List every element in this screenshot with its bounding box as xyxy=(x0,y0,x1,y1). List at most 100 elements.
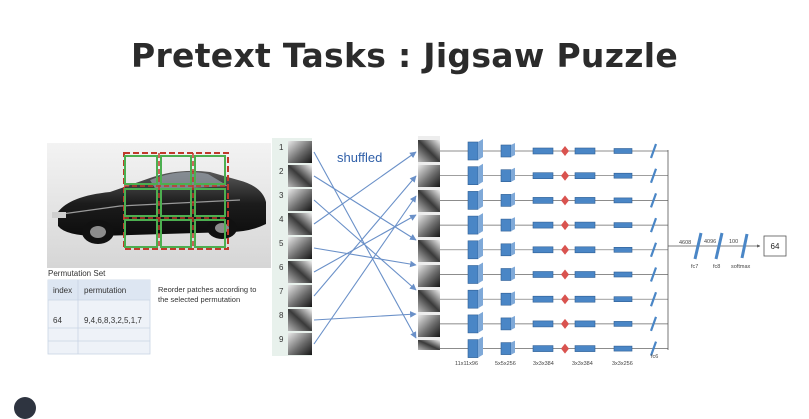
conv2-block xyxy=(500,292,512,306)
conv1-block xyxy=(467,191,479,210)
conv1-side xyxy=(478,188,483,210)
conv2-side xyxy=(511,167,515,182)
conv1-block xyxy=(467,215,479,235)
tile-number-1: 1 xyxy=(279,143,284,152)
head-label-softmax: softmax xyxy=(731,264,751,270)
table-cell-index: 64 xyxy=(53,316,62,325)
conv5-block xyxy=(613,321,633,327)
conv2-block xyxy=(500,243,512,257)
conv2-side xyxy=(511,266,515,281)
conv2-block xyxy=(500,169,512,182)
fc6-bar xyxy=(649,316,658,332)
conv2-block xyxy=(500,144,512,158)
shuffle-arrows xyxy=(313,151,417,345)
head-label-fc8: fc8 xyxy=(713,264,720,270)
conv5-block xyxy=(613,247,633,253)
head-label-4608: 4608 xyxy=(679,240,691,246)
conv1-block xyxy=(467,166,479,185)
slide-title: Pretext Tasks : Jigsaw Puzzle xyxy=(130,36,679,75)
shared-weights-marker xyxy=(561,244,569,255)
conv1-side xyxy=(478,336,483,358)
conv1-block xyxy=(467,289,479,309)
tile-number-5: 5 xyxy=(279,239,284,248)
siamese-network xyxy=(440,139,668,358)
tile-number-6: 6 xyxy=(279,263,284,272)
tile-number-9: 9 xyxy=(279,335,284,344)
fc6-bar xyxy=(649,291,658,307)
conv4-block xyxy=(574,295,596,303)
conv5-block xyxy=(613,345,633,352)
shared-weights-marker xyxy=(561,294,569,305)
permutation-caption: Permutation Set xyxy=(48,269,106,278)
layer-label-conv3: 3x3x384 xyxy=(533,361,554,367)
conv4-block xyxy=(574,345,596,352)
conv2-block xyxy=(500,342,512,355)
network-head: 4608 4096 100 fc7 fc8 softmax 64 xyxy=(667,150,787,350)
conv5-block xyxy=(613,296,633,303)
conv2-side xyxy=(511,241,515,256)
jigsaw-figure: Permutation Set index permutation 64 9,4… xyxy=(47,136,787,367)
fc6-bar xyxy=(649,143,658,159)
conv2-side xyxy=(511,217,515,232)
conv5-block xyxy=(613,271,633,278)
shared-weights-marker xyxy=(561,195,569,206)
input-tiles: 1 2 3 4 5 6 7 8 9 xyxy=(272,138,312,356)
layer-label-conv2: 5x5x256 xyxy=(495,361,516,367)
conv3-block xyxy=(532,246,554,254)
tile-number-8: 8 xyxy=(279,311,284,320)
conv3-block xyxy=(532,271,554,278)
conv1-side xyxy=(478,163,483,185)
table-header-permutation: permutation xyxy=(84,286,126,295)
shared-weights-marker xyxy=(561,220,569,231)
instruction-line-1: Reorder patches according to xyxy=(158,285,256,294)
conv3-block xyxy=(532,147,554,155)
shared-weights-marker xyxy=(561,318,569,329)
shared-weights-marker xyxy=(561,146,569,156)
conv1-block xyxy=(467,265,479,284)
conv2-side xyxy=(511,340,515,355)
tile-number-3: 3 xyxy=(279,191,284,200)
conv2-block xyxy=(500,317,512,331)
output-box-label: 64 xyxy=(771,242,780,251)
conv4-block xyxy=(574,221,596,229)
conv2-block xyxy=(500,194,512,207)
conv3-block xyxy=(532,221,554,229)
conv3-block xyxy=(532,172,554,179)
conv4-block xyxy=(574,320,596,328)
conv1-side xyxy=(478,287,483,309)
shuffled-tiles xyxy=(418,136,440,350)
conv1-block xyxy=(467,339,479,358)
conv1-block xyxy=(467,314,479,334)
permutation-table: index permutation 64 9,4,6,8,3,2,5,1,7 xyxy=(47,279,151,355)
conv5-block xyxy=(613,148,633,154)
table-cell-permutation: 9,4,6,8,3,2,5,1,7 xyxy=(84,316,142,325)
conv2-block xyxy=(500,268,512,281)
head-label-fc7: fc7 xyxy=(691,264,698,270)
head-label-4096: 4096 xyxy=(704,239,716,245)
shared-weights-marker xyxy=(561,343,569,354)
conv2-side xyxy=(511,291,515,306)
conv4-block xyxy=(574,197,596,204)
conv3-block xyxy=(532,197,554,204)
fc6-bar xyxy=(649,168,658,184)
tile-number-2: 2 xyxy=(279,167,284,176)
conv4-block xyxy=(574,147,596,155)
conv4-block xyxy=(574,271,596,278)
conv1-side xyxy=(478,213,483,235)
tile-number-7: 7 xyxy=(279,287,284,296)
conv4-block xyxy=(574,246,596,254)
shared-weights-marker xyxy=(561,170,569,181)
conv2-block xyxy=(500,218,512,232)
conv2-side xyxy=(511,315,515,330)
instruction-line-2: the selected permutation xyxy=(158,295,240,304)
conv1-block xyxy=(467,141,479,161)
layer-label-conv1: 11x11x96 xyxy=(455,361,478,367)
conv5-block xyxy=(613,197,633,204)
fc6-bar xyxy=(649,242,658,258)
conv1-side xyxy=(478,139,483,160)
layer-label-conv5: 3x3x256 xyxy=(612,361,633,367)
conv2-side xyxy=(511,143,515,157)
layer-label-fc6: fc6 xyxy=(651,354,658,360)
conv3-block xyxy=(532,320,554,328)
conv1-block xyxy=(467,240,479,260)
